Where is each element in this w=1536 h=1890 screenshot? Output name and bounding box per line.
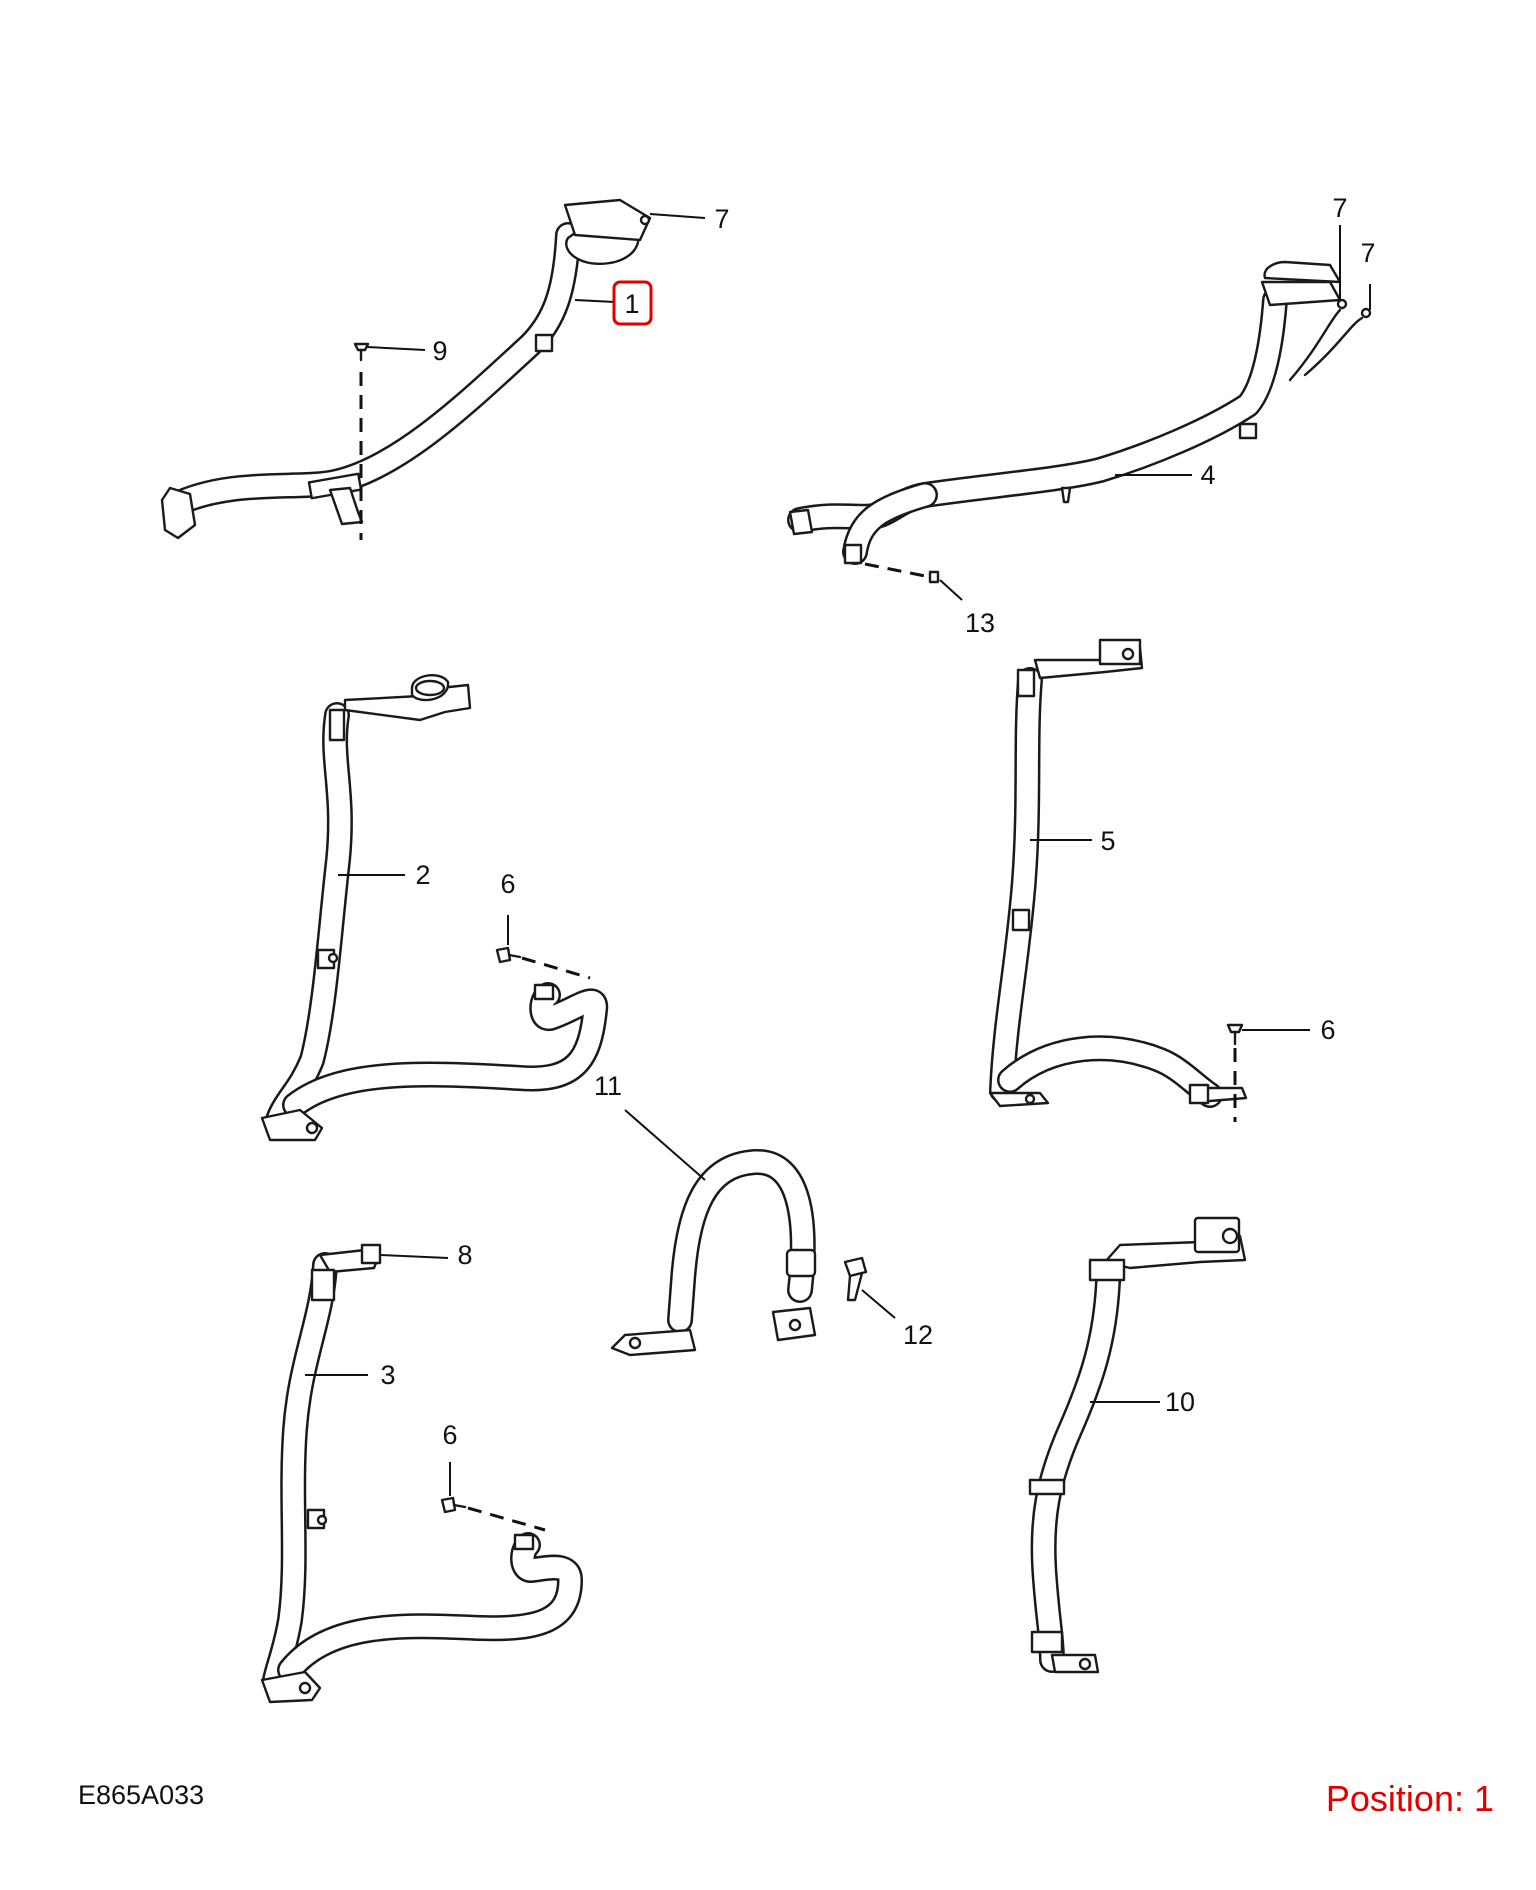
part-11-strap[interactable] — [610, 1149, 817, 1357]
leader-lines — [305, 213, 1371, 1496]
callout-6-part-5[interactable]: 6 — [1320, 1015, 1335, 1045]
callout-10[interactable]: 10 — [1165, 1387, 1195, 1417]
bolt-12[interactable] — [843, 1256, 868, 1302]
part-2-cable[interactable] — [260, 674, 609, 1142]
part-4-battery-cable[interactable] — [787, 260, 1372, 565]
callout-6-part-3[interactable]: 6 — [442, 1420, 457, 1450]
callout-12[interactable]: 12 — [903, 1320, 933, 1350]
part-1-battery-cable[interactable] — [160, 198, 652, 540]
bolt-6-part-3[interactable] — [440, 1496, 467, 1514]
callout-7-part-4-right[interactable]: 7 — [1360, 238, 1375, 268]
callout-11[interactable]: 11 — [594, 1071, 622, 1101]
bolt-6-part-2[interactable] — [495, 946, 522, 964]
bolt-9[interactable] — [353, 342, 370, 362]
selected-callout-highlight — [612, 280, 653, 326]
callout-7-part-1[interactable]: 7 — [714, 204, 729, 234]
part-10-cable[interactable] — [1028, 1216, 1247, 1674]
callout-8[interactable]: 8 — [457, 1240, 472, 1270]
install-axis-13 — [864, 562, 926, 578]
diagram-code: E865A033 — [78, 1780, 205, 1810]
callout-4[interactable]: 4 — [1200, 460, 1215, 490]
part-5-cable[interactable] — [988, 638, 1248, 1108]
callout-13[interactable]: 13 — [965, 608, 995, 638]
callout-6-part-2[interactable]: 6 — [500, 869, 515, 899]
callout-1[interactable]: 1 — [624, 289, 639, 319]
callout-5[interactable]: 5 — [1100, 826, 1115, 856]
callout-9[interactable]: 9 — [432, 336, 447, 366]
callout-2[interactable]: 2 — [415, 860, 430, 890]
callout-3[interactable]: 3 — [380, 1360, 395, 1390]
install-axis-6a — [521, 956, 591, 980]
install-axis-6c — [467, 1506, 546, 1532]
callout-7-part-4-left[interactable]: 7 — [1332, 193, 1347, 223]
clip-13[interactable] — [928, 570, 940, 584]
part-3-cable[interactable] — [260, 1243, 583, 1704]
position-label: Position: 1 — [1325, 1778, 1494, 1819]
bolt-6-part-5[interactable] — [1226, 1023, 1244, 1046]
